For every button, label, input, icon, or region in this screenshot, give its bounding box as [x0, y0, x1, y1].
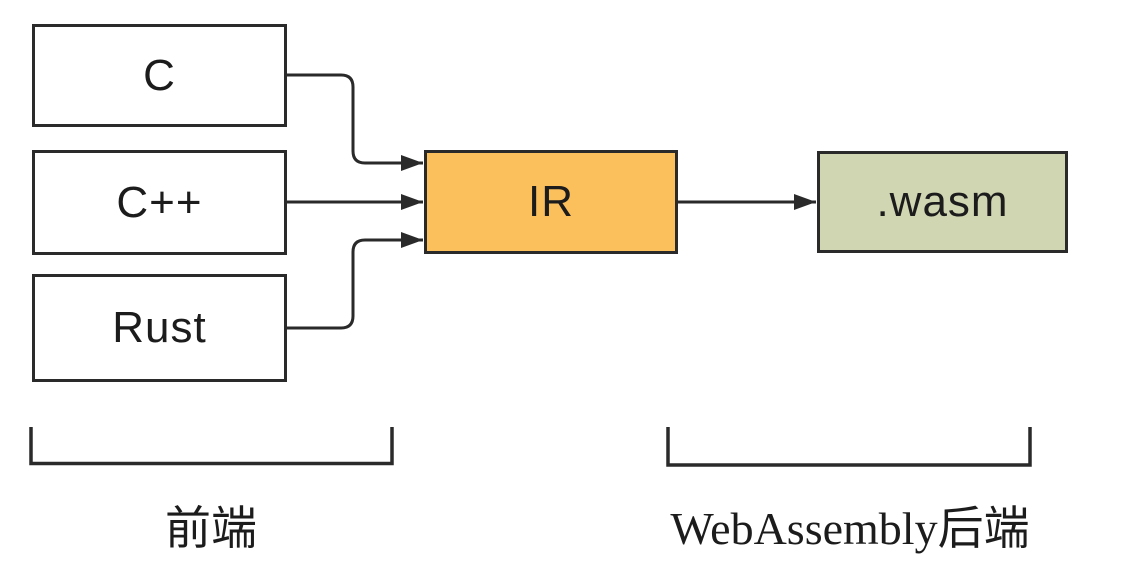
node-c: C — [32, 24, 287, 127]
node-wasm-label: .wasm — [876, 177, 1009, 226]
node-c-label: C — [143, 50, 176, 100]
bracket-frontend — [29, 427, 394, 466]
edge-rust-to-ir — [287, 232, 423, 330]
node-ir-label: IR — [528, 177, 574, 226]
label-backend: WebAssembly后端 — [670, 503, 1030, 554]
node-cpp: C++ — [32, 150, 287, 255]
node-rust: Rust — [32, 274, 287, 382]
node-wasm: .wasm — [817, 151, 1068, 253]
label-frontend: 前端 — [165, 503, 257, 554]
edge-c-to-ir — [287, 73, 423, 171]
node-ir: IR — [424, 150, 678, 254]
bracket-backend — [666, 427, 1032, 467]
node-cpp-label: C++ — [116, 177, 203, 227]
node-rust-label: Rust — [112, 303, 207, 352]
